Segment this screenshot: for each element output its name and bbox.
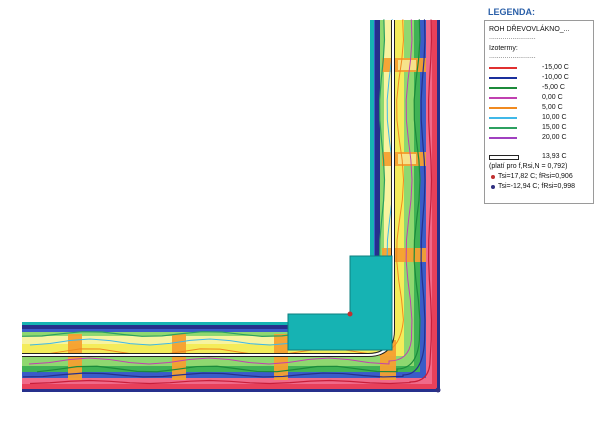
interior-lining (375, 20, 380, 340)
legend-item-label: 15,00 C (542, 124, 567, 131)
legend-separator: ........................ (489, 34, 536, 41)
interior-surface-point (347, 311, 353, 317)
isotherm-line (39, 19, 404, 356)
insulation-layer (22, 20, 404, 356)
legend-separator: ........................ (489, 53, 536, 60)
legend-title: LEGENDA: (488, 7, 535, 17)
corner-column (287, 255, 393, 351)
critical-isotherm (22, 20, 395, 357)
interior-lining (22, 325, 372, 329)
insulation-layer (22, 20, 384, 336)
legend-item-label: -5,00 C (542, 84, 565, 91)
vapour-layer (22, 20, 380, 332)
wall-layers (22, 20, 440, 392)
legend-swatch (489, 77, 517, 79)
insulation-layer (22, 20, 392, 344)
legend-point-marker (491, 185, 495, 189)
isotherm-line (28, 19, 413, 365)
legend-panel: ROH DŘEVOVLÁKNO_... ....................… (484, 20, 594, 204)
isotherm-line (29, 19, 394, 346)
interior-board-layer (22, 20, 374, 326)
legend-swatch (489, 87, 517, 89)
isotherm-line (21, 19, 386, 337)
legend-swatch (489, 117, 517, 119)
legend-item-label: 5,00 C (542, 104, 563, 111)
timber-stud-core (398, 60, 416, 70)
isotherm-line (36, 19, 421, 373)
exterior-surface-point (435, 387, 441, 393)
legend-item-label: 10,00 C (542, 114, 567, 121)
timber-stud-core (398, 154, 416, 164)
isotherm-line (29, 19, 433, 385)
legend-critical-swatch (489, 155, 519, 160)
legend-item-label: -10,00 C (542, 74, 569, 81)
legend-swatch (489, 97, 517, 99)
isotherm-line (22, 19, 426, 378)
legend-project-name: ROH DŘEVOVLÁKNO_... (489, 26, 570, 33)
legend-point-label: Tsi=17,82 C; fRsi=0,906 (498, 173, 573, 180)
legend-critical-note: (platí pro f,Rsi,N = 0,792) (489, 163, 568, 170)
legend-item-label: 0,00 C (542, 94, 563, 101)
point-markers (347, 311, 441, 393)
legend-swatch (489, 67, 517, 69)
legend-isotherms-label: Izotermy: (489, 45, 518, 52)
legend-item-label: 20,00 C (542, 134, 567, 141)
legend-point-label: Tsi=-12,94 C; fRsi=0,998 (498, 183, 576, 190)
legend-swatch (489, 137, 517, 139)
legend-point-marker (491, 175, 495, 179)
corner-column (287, 255, 393, 351)
critical-isotherm (22, 20, 394, 356)
legend-swatch (489, 107, 517, 109)
legend-item-label: -15,00 C (542, 64, 569, 71)
legend-critical-label: 13,93 C (542, 153, 567, 160)
legend-swatch (489, 127, 517, 129)
